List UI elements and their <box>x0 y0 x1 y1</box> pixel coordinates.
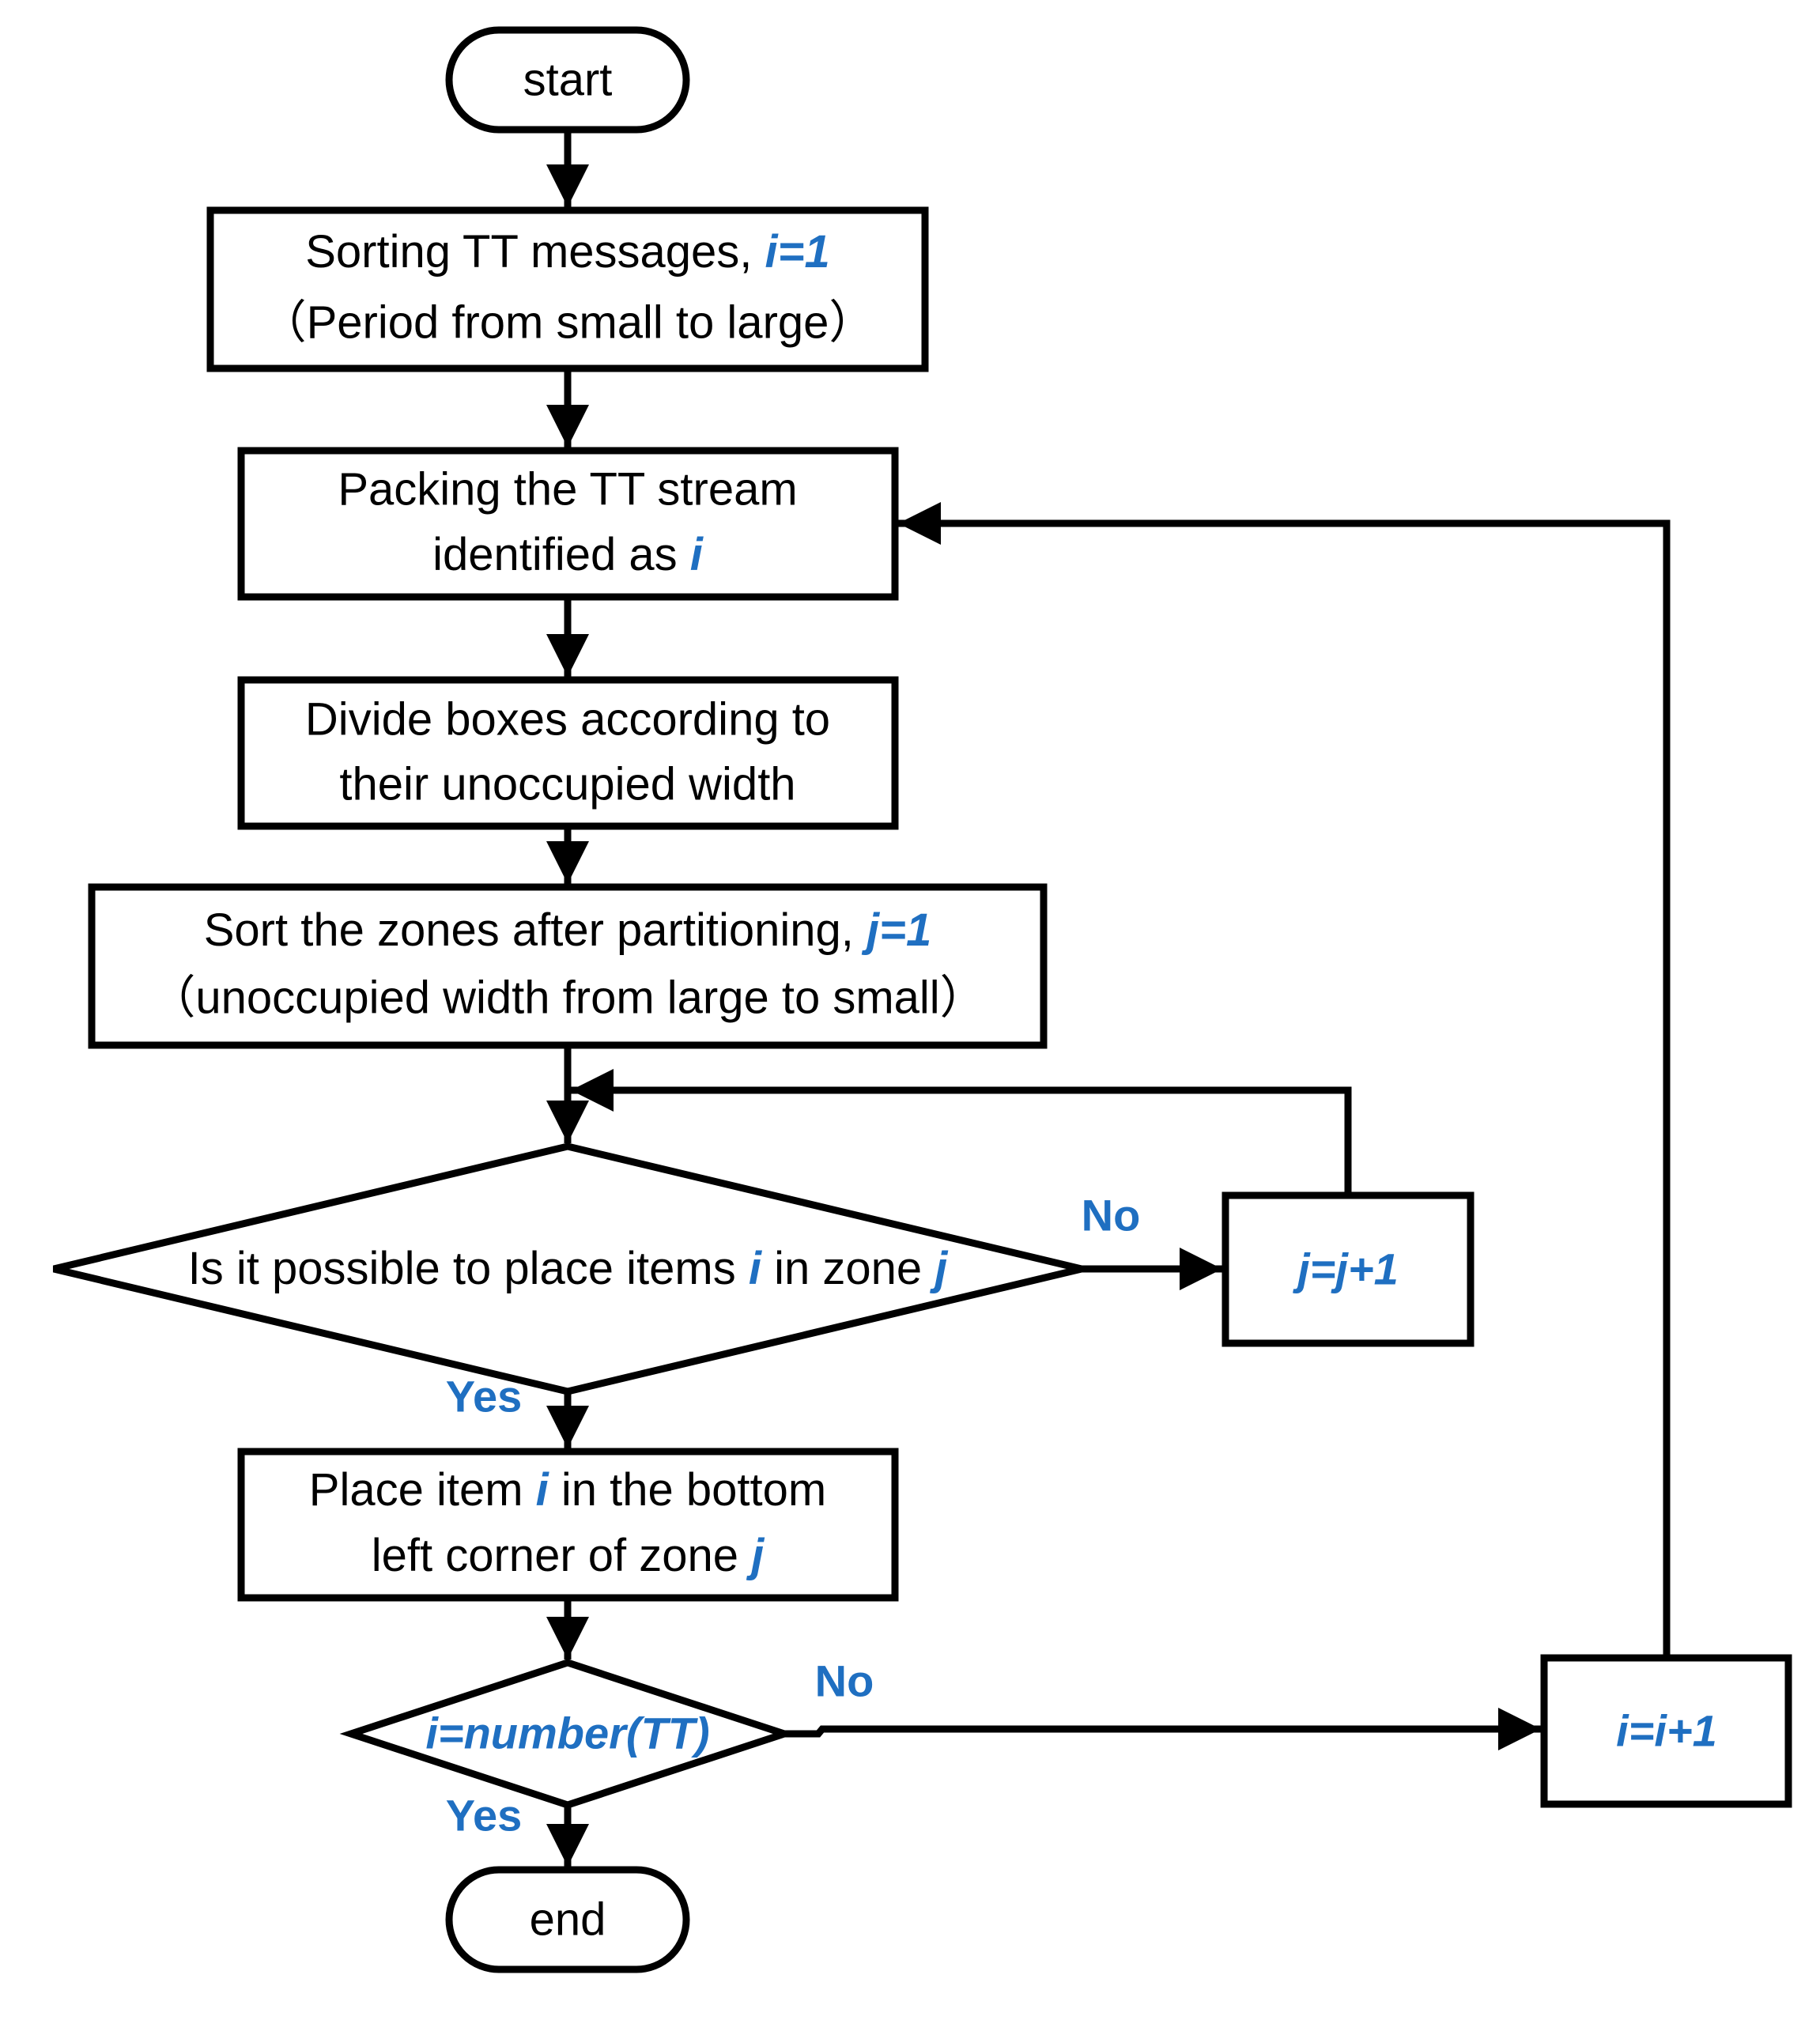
edge-label-count-yes: Yes <box>446 1791 523 1841</box>
j-increment-label: j=j+1 <box>1292 1244 1399 1294</box>
arrow-jinc-loop-back <box>571 1069 1352 1195</box>
pack-line1: Packing the TT stream <box>338 464 797 515</box>
i-increment-box <box>1540 1654 1792 1808</box>
end-terminal <box>445 1866 690 1973</box>
arrow-count-no-to-iinc <box>784 1708 1541 1750</box>
place-line2: left corner of zone j <box>372 1530 765 1581</box>
divide-line2: their unoccupied width <box>339 759 795 810</box>
place-line1: Place item i in the bottom <box>309 1464 826 1516</box>
end-label: end <box>530 1894 606 1946</box>
sort-tt-line2: （Period from small to large） <box>261 297 875 349</box>
sort-zones-line2: （unoccupied width from large to small） <box>149 972 985 1024</box>
sort-tt-line1: Sorting TT messages, i=1 <box>305 226 830 278</box>
pack-box <box>237 447 899 601</box>
edge-label-place-no: No <box>1082 1191 1141 1240</box>
start-label: start <box>523 55 613 106</box>
j-increment-box <box>1222 1191 1475 1347</box>
divide-box <box>237 676 899 830</box>
sort-tt-box <box>206 206 929 372</box>
decision-count-label: i=number(TT) <box>425 1709 709 1758</box>
pack-line2: identified as i <box>432 529 704 580</box>
divide-line1: Divide boxes according to <box>305 694 830 746</box>
sort-zones-line1: Sort the zones after partitioning, j=1 <box>204 904 932 956</box>
decision-place-label: Is it possible to place items i in zone … <box>188 1243 950 1294</box>
place-box <box>237 1448 899 1602</box>
i-increment-label: i=i+1 <box>1616 1706 1717 1756</box>
edge-label-place-yes: Yes <box>446 1372 523 1422</box>
arrow-iinc-loop-back <box>898 502 1671 1658</box>
edge-label-count-no: No <box>815 1656 874 1706</box>
